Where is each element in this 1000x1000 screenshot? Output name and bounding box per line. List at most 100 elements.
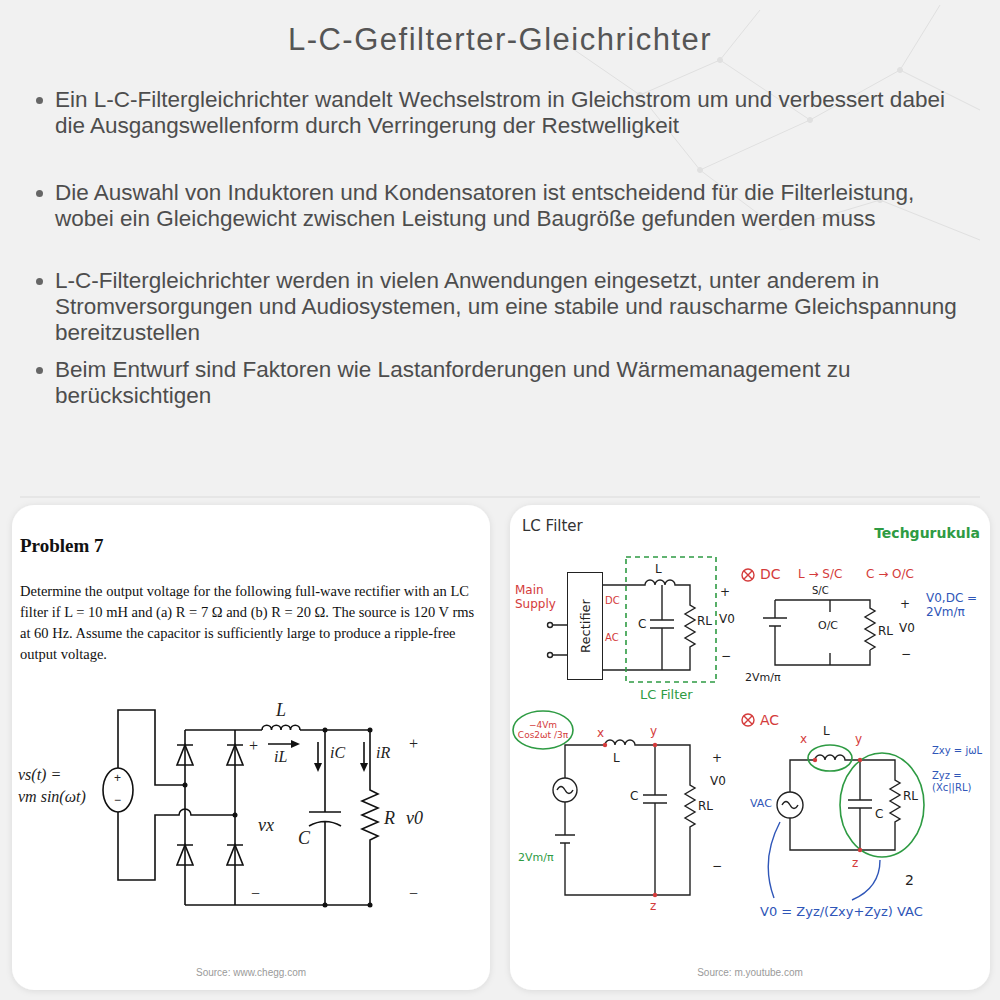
current-arrowhead xyxy=(291,740,300,748)
annotation-label: x xyxy=(597,727,604,741)
annotation-label: VAC xyxy=(750,798,772,811)
green-markup xyxy=(513,557,924,857)
annotation-label: − xyxy=(114,794,121,808)
annotation-label: Zyz = (Xc||RL) xyxy=(932,770,990,793)
circuit-label: iC xyxy=(330,744,345,762)
node-dot xyxy=(603,743,862,897)
circuit-label: − xyxy=(250,885,261,903)
rectifier-circuit xyxy=(103,710,378,905)
circuit-label: v0 xyxy=(406,808,423,829)
lc-filter-sketch xyxy=(650,585,674,670)
annotation-label: RL xyxy=(903,790,918,804)
annotation-label: Zxy = jωL xyxy=(932,745,982,757)
green-markup xyxy=(626,557,716,682)
rectifier-circuit xyxy=(118,710,185,785)
annotation-label: RL xyxy=(698,800,713,814)
lc-filter-sketch xyxy=(603,580,695,670)
lc-filter-sketch xyxy=(763,600,875,665)
lc-filter-sketch xyxy=(777,792,803,818)
bullet-text: Die Auswahl von Induktoren und Kondensat… xyxy=(55,180,970,232)
annotation-label: C → O/C xyxy=(866,568,914,582)
circuit-label: − xyxy=(408,885,419,903)
rectifier-circuit xyxy=(185,729,262,731)
page-title: L-C-Gefilterter-Gleichrichter xyxy=(0,22,1000,58)
annotation-label: L xyxy=(655,563,662,577)
network-pattern xyxy=(698,168,703,173)
rectifier-circuit xyxy=(185,904,370,906)
lc-filter-sketch xyxy=(848,760,872,850)
node-dot xyxy=(653,743,657,747)
annotation-label: V0 = Zyz/(Zxy+Zyz) VAC xyxy=(760,905,923,920)
annotation-label: − xyxy=(901,648,911,662)
annotation-label: C xyxy=(875,808,883,822)
circuit-label: + xyxy=(408,735,419,753)
annotation-label: + xyxy=(720,586,730,600)
red-markup xyxy=(742,714,754,726)
circuit-label: L xyxy=(276,700,286,721)
annotation-label: RL xyxy=(878,625,893,639)
panel-card xyxy=(12,505,990,990)
separator-line xyxy=(20,496,980,497)
network-pattern xyxy=(898,68,903,73)
panel-text: Source: www.chegg.com xyxy=(12,967,490,979)
lc-filter-sketch xyxy=(553,625,567,655)
annotation-label: + xyxy=(114,772,121,786)
red-markup xyxy=(744,716,752,724)
circuit-label: iL xyxy=(274,748,287,766)
annotation-label: V0 xyxy=(710,775,726,789)
lc-filter-sketch xyxy=(555,802,575,843)
rectifier-circuit xyxy=(118,809,235,880)
annotation-label: RL xyxy=(697,615,712,629)
annotation-label: y xyxy=(855,733,862,747)
annotation-label: O/C xyxy=(818,620,838,633)
lc-filter-sketch xyxy=(553,778,577,802)
panel-card xyxy=(12,505,490,990)
bullet-text: Beim Entwurf sind Faktoren wie Lastanfor… xyxy=(55,357,970,409)
annotation-label: −4Vm Cos2ωt /3π xyxy=(516,720,570,741)
circuit-label: vx xyxy=(258,815,274,836)
rectifier-circuit xyxy=(262,725,300,730)
lc-filter-sketch xyxy=(548,653,553,658)
green-markup xyxy=(808,745,852,771)
circuit-label: vm sin(ωt) xyxy=(18,788,86,806)
current-arrowhead xyxy=(368,903,373,908)
circuit-label: iR xyxy=(376,744,390,762)
rectifier-circuit xyxy=(227,745,243,865)
current-arrowhead xyxy=(323,728,328,733)
panel-text: Techgurukula xyxy=(874,525,980,542)
node-dot xyxy=(858,848,862,852)
current-arrowhead xyxy=(368,728,373,733)
node-dot xyxy=(653,893,657,897)
bullet-dot xyxy=(36,278,43,285)
node-dot xyxy=(603,743,607,747)
current-arrowhead xyxy=(314,763,322,772)
lc-filter-sketch xyxy=(829,600,830,665)
annotation-label: V0 xyxy=(899,622,915,636)
annotation-label: z xyxy=(852,857,858,871)
node-dot xyxy=(813,758,817,762)
bullet-text: Ein L-C-Filtergleichrichter wandelt Wech… xyxy=(55,87,970,139)
annotation-label: DC xyxy=(605,595,620,607)
annotation-label: 2Vm/π xyxy=(518,852,554,865)
annotation-label: − xyxy=(721,650,731,664)
annotation-label: x xyxy=(800,733,807,747)
annotation-label: 2Vm/π xyxy=(745,672,781,685)
annotation-label: L xyxy=(823,725,830,739)
bullet-dot xyxy=(36,190,43,197)
annotation-label: z xyxy=(650,900,656,914)
rectifier-circuit xyxy=(103,768,133,812)
panel-text: Source: m.youtube.com xyxy=(510,967,990,979)
annotation-label: L xyxy=(613,752,620,766)
annotation-label: V0,DC = 2Vm/π xyxy=(926,592,988,620)
annotation-label: AC xyxy=(760,712,779,728)
green-markup xyxy=(513,711,573,749)
box-label: Rectifier xyxy=(578,599,593,653)
red-markup xyxy=(742,569,754,581)
bullet-dot xyxy=(36,367,43,374)
lc-filter-sketch xyxy=(565,740,695,895)
annotation-label: C xyxy=(638,618,646,632)
annotation-label: Main Supply xyxy=(515,584,559,612)
